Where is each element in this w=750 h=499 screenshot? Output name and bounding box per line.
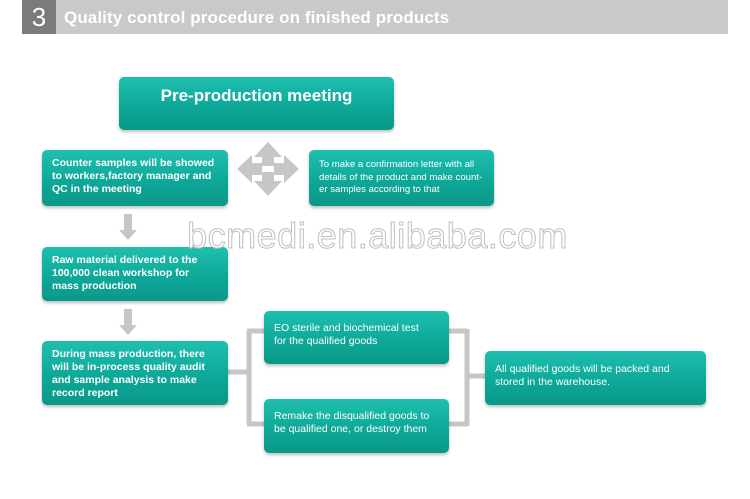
page-title: Quality control procedure on finished pr… [64,8,450,27]
node-remake-disqualified: Remake the disqualified goods to be qual… [264,399,449,453]
down-arrow-1 [119,214,137,240]
node-label: EO sterile and biochemical test for the … [274,322,419,347]
arrow-left [237,155,262,183]
node-label: Remake the disqualified goods to be qual… [274,410,430,435]
node-label: All qualified goods will be packed and s… [495,363,670,388]
watermark: bcmedi.en.alibaba.com [187,215,568,257]
left-bracket-connector [228,328,264,427]
node-eo-sterile-test: EO sterile and biochemical test for the … [264,311,449,364]
node-confirmation-letter: To make a confirmation letter with all d… [309,150,494,206]
node-pre-production-meeting: Pre-production meeting [119,77,394,130]
four-way-arrow-icon [237,142,299,196]
arrow-up [254,142,282,166]
right-bracket-connector [449,328,485,427]
node-during-production: During mass production, there will be in… [42,341,228,405]
down-arrow-2 [119,309,137,335]
header-bar [22,0,728,34]
step-number-badge: 3 [22,0,56,34]
arrow-right [274,155,299,183]
node-raw-material: Raw material delivered to the 100,000 cl… [42,247,228,301]
node-label: During mass production, there will be in… [52,348,205,399]
arrow-down [254,172,282,196]
node-counter-samples: Counter samples will be showed to worker… [42,150,228,206]
node-label: To make a confirmation letter with all d… [319,159,483,195]
node-label: Raw material delivered to the 100,000 cl… [52,254,198,292]
node-label: Pre-production meeting [160,86,353,105]
node-packed-stored: All qualified goods will be packed and s… [485,351,706,405]
node-label: Counter samples will be showed to worker… [52,157,215,195]
